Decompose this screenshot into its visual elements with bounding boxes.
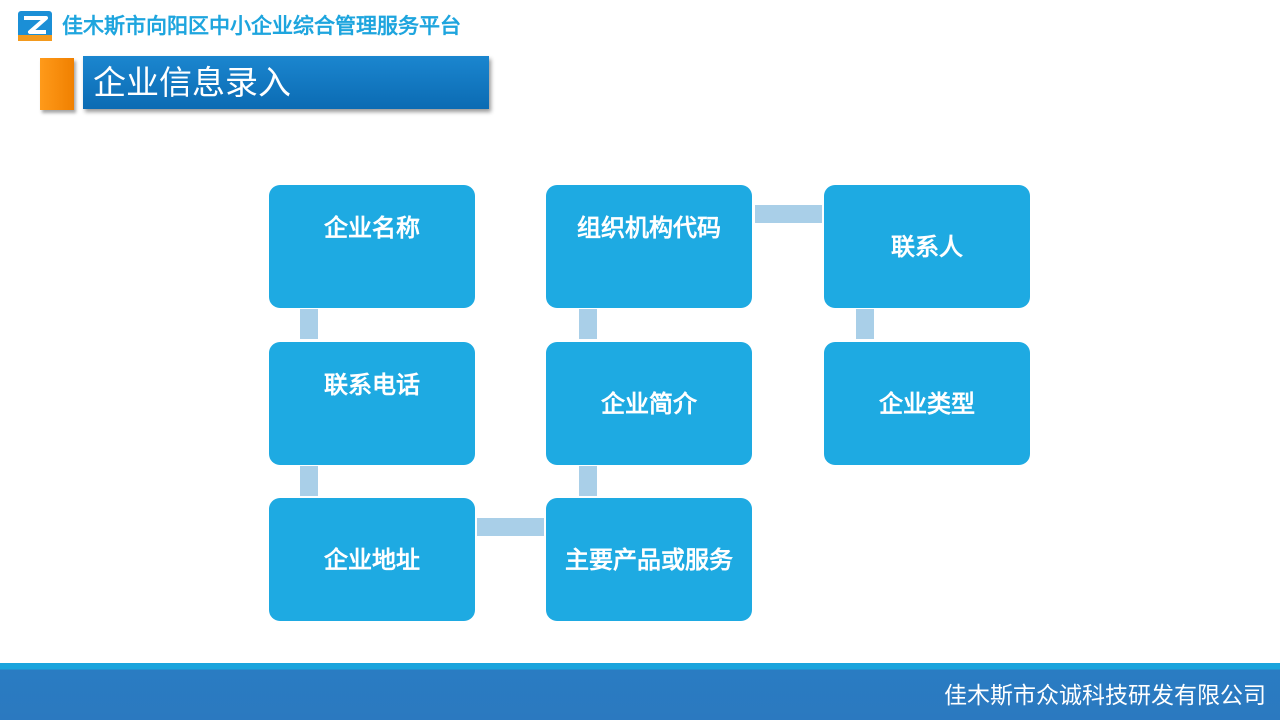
connector-orgcode-contact (755, 205, 822, 223)
connector-contact-type (856, 309, 874, 339)
node-company-address: 企业地址 (269, 498, 475, 621)
connector-profile-orgcode (579, 309, 597, 339)
section-title: 企业信息录入 (83, 56, 489, 109)
node-company-type: 企业类型 (824, 342, 1030, 465)
connector-products-profile (579, 466, 597, 496)
node-main-products: 主要产品或服务 (546, 498, 752, 621)
connector-address-products (477, 518, 544, 536)
node-company-profile: 企业简介 (546, 342, 752, 465)
section-accent-bar (40, 58, 74, 110)
node-contact-person: 联系人 (824, 185, 1030, 308)
footer-company-name: 佳木斯市众诚科技研发有限公司 (944, 683, 1266, 709)
node-company-name: 企业名称 (269, 185, 475, 308)
connector-phone-address (300, 466, 318, 496)
node-org-code: 组织机构代码 (546, 185, 752, 308)
footer-band (0, 663, 1280, 720)
app-title: 佳木斯市向阳区中小企业综合管理服务平台 (62, 14, 461, 38)
platform-logo-icon (18, 11, 52, 41)
node-contact-phone: 联系电话 (269, 342, 475, 465)
connector-name-phone (300, 309, 318, 339)
